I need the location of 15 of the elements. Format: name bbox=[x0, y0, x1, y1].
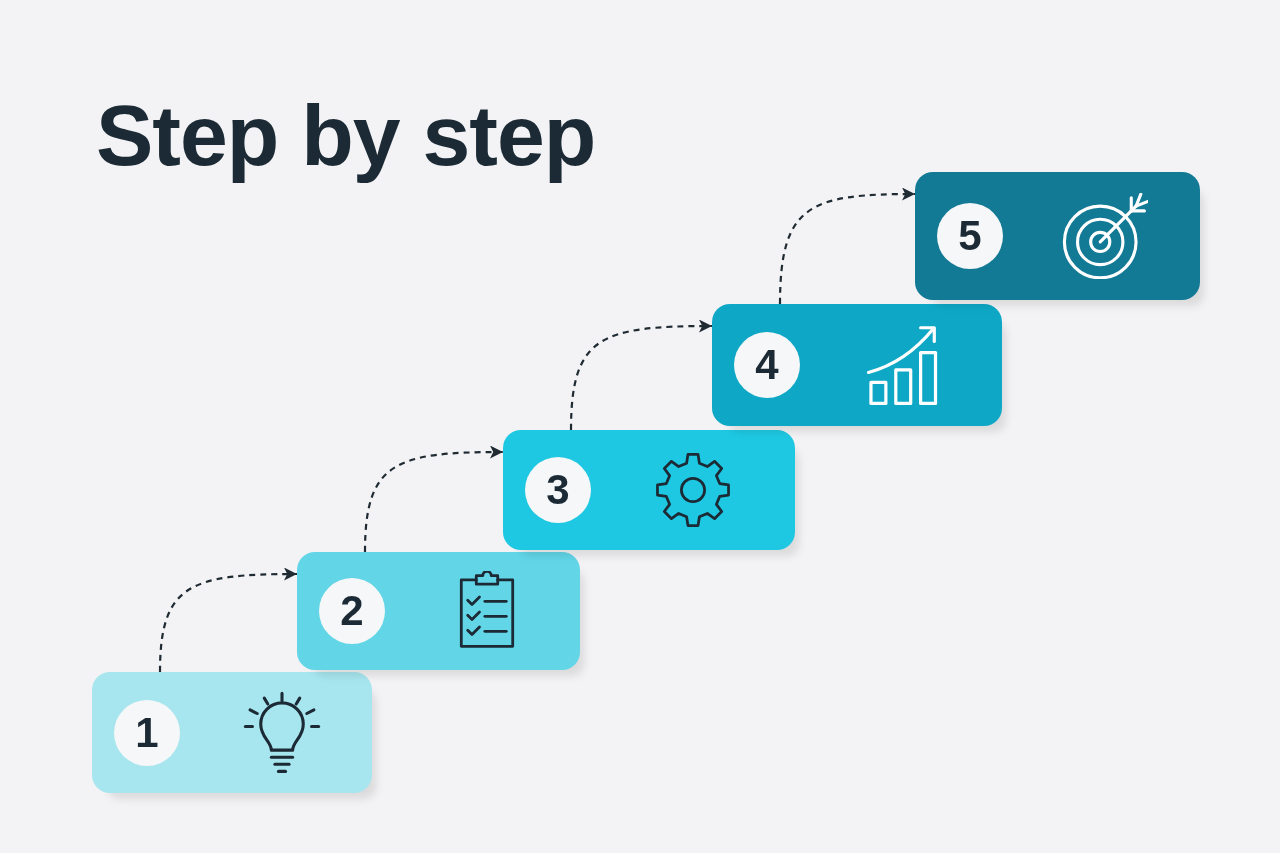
step-card bbox=[297, 552, 580, 670]
step-number: 1 bbox=[114, 700, 180, 766]
step-card bbox=[915, 172, 1200, 300]
step-card bbox=[503, 430, 795, 550]
dashed-arrow bbox=[363, 445, 503, 553]
step-number: 5 bbox=[937, 203, 1003, 269]
dashed-arrow bbox=[778, 187, 915, 305]
title: Step by step bbox=[96, 88, 596, 183]
step-number: 4 bbox=[734, 332, 800, 398]
step-number: 3 bbox=[525, 457, 591, 523]
dashed-arrow bbox=[158, 567, 297, 673]
dashed-arrow bbox=[569, 319, 712, 431]
step-card bbox=[92, 672, 372, 793]
step-number: 2 bbox=[319, 578, 385, 644]
step-card bbox=[712, 304, 1002, 426]
